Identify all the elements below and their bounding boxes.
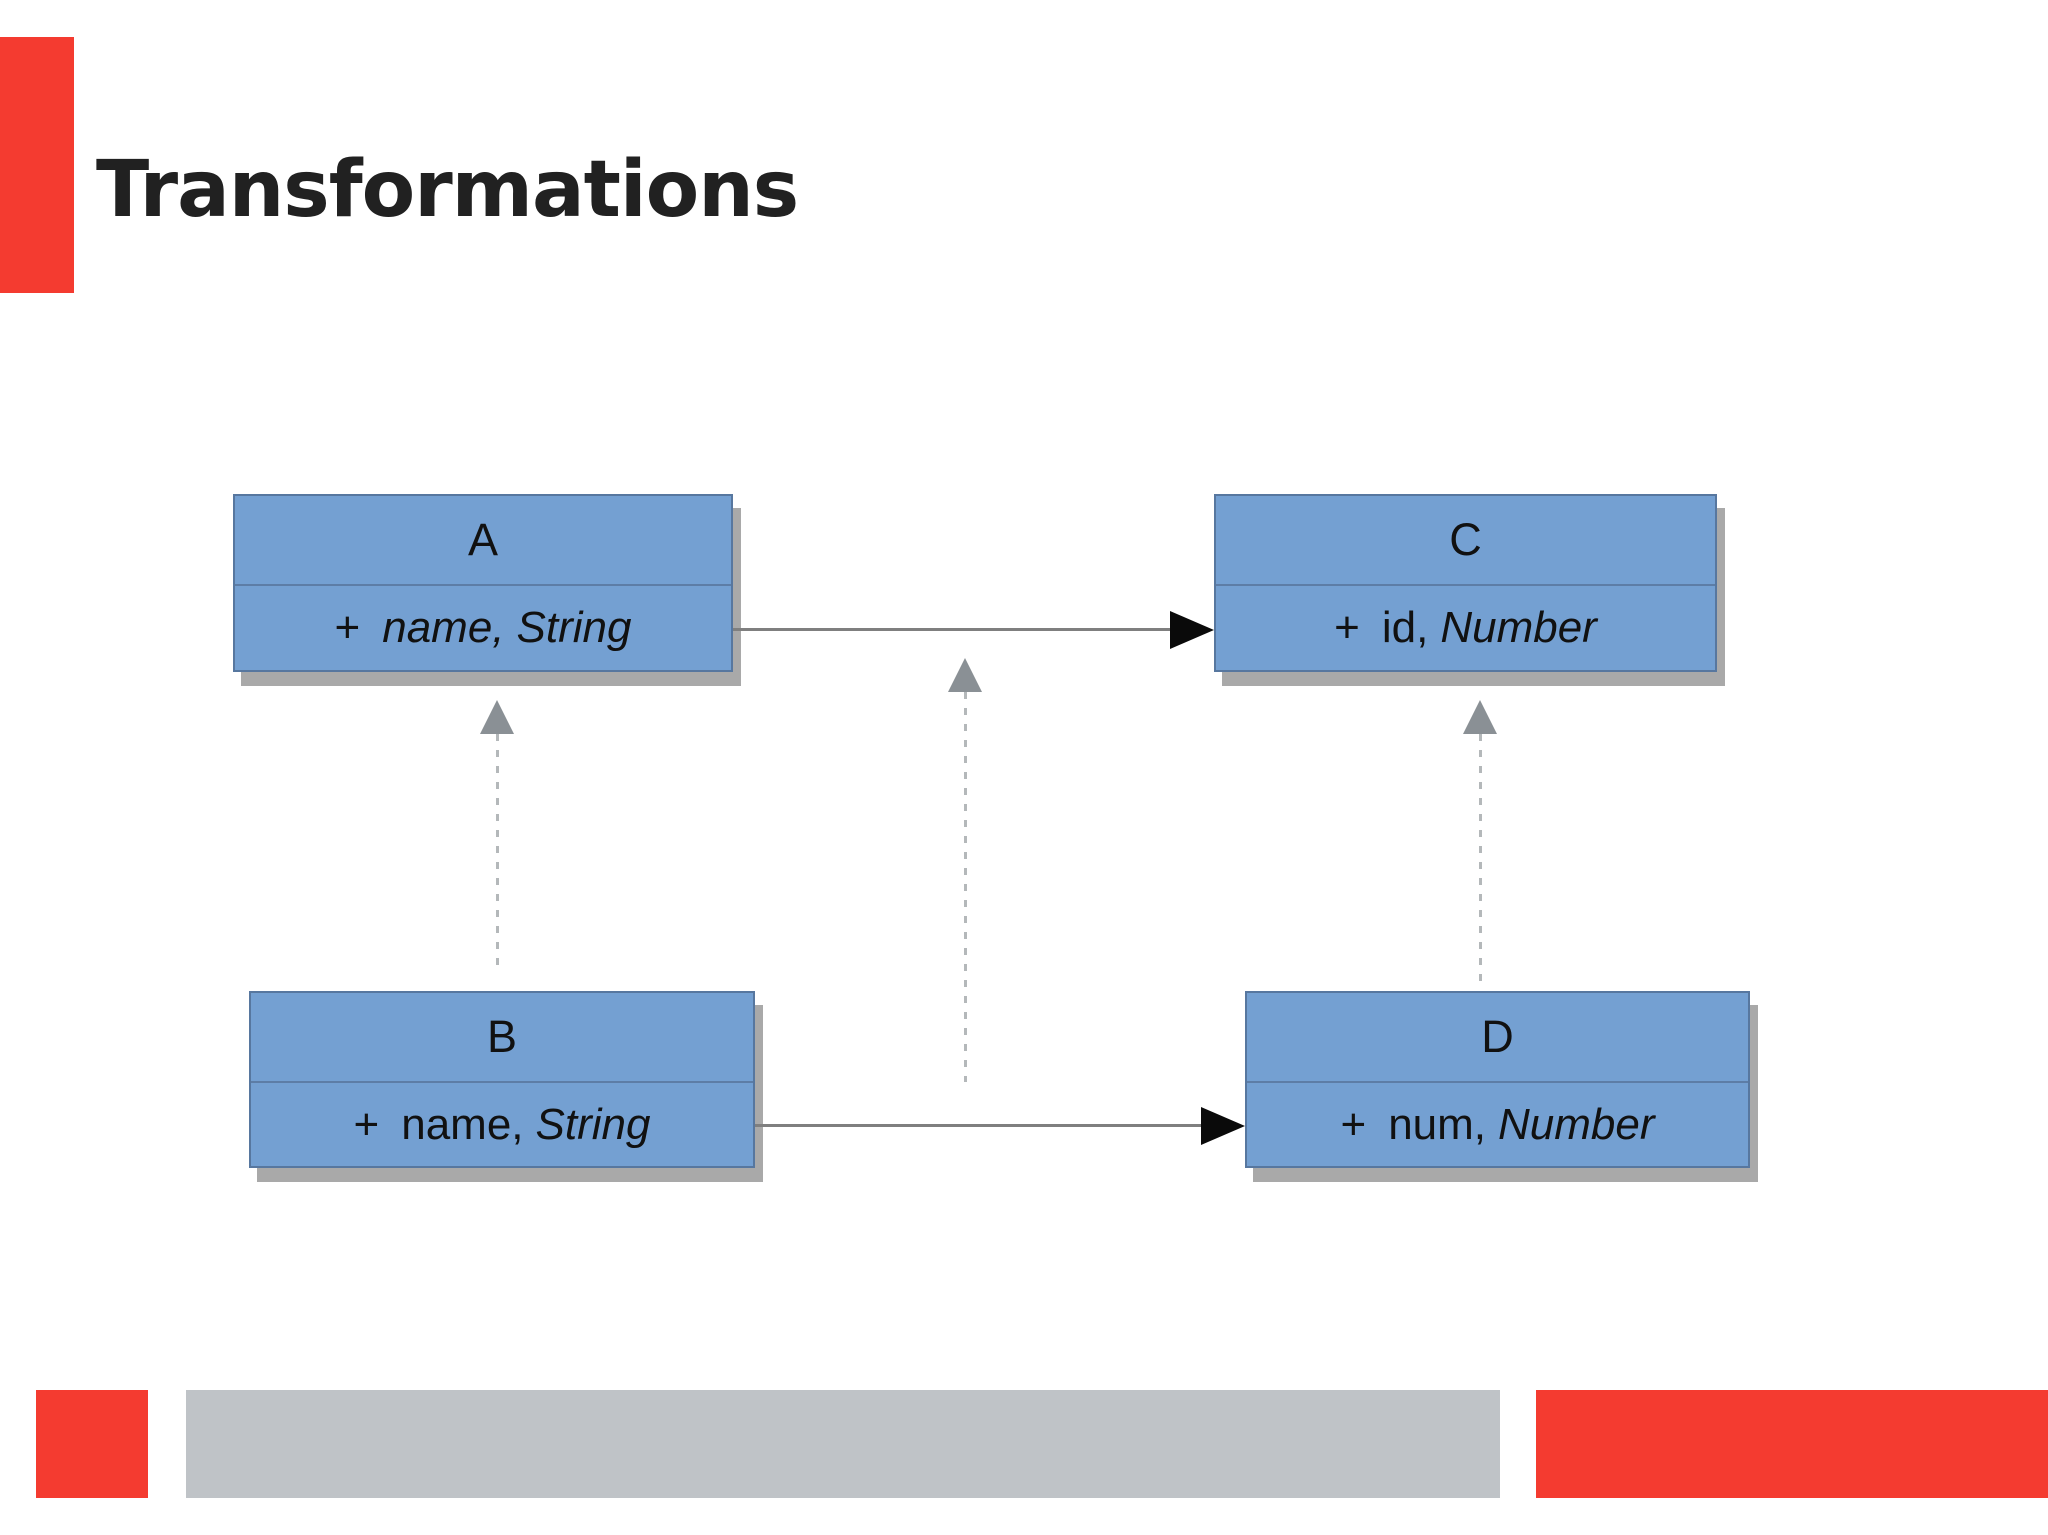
footer-red-square [36,1390,148,1498]
class-box-c: C + id,Number [1214,494,1717,672]
class-d-attribute: + num,Number [1247,1083,1748,1166]
footer-red-bar [1536,1390,2048,1498]
class-a-attr-name: name, [382,603,505,652]
class-c-attr-name: id, [1381,603,1429,652]
footer-gray-bar [186,1390,1500,1498]
class-d-attr-name: num, [1388,1099,1487,1149]
class-a-attr-type: String [516,603,632,652]
slide-title: Transformations [96,145,799,235]
dashed-arrow-d-to-c-line [1479,734,1482,984]
top-left-red-accent-bar [0,37,74,293]
dashed-arrow-middle-line [964,692,967,1082]
class-a-name: A [235,496,731,586]
class-d-name: D [1247,993,1748,1083]
dashed-arrow-b-to-a-head-icon [480,700,514,734]
class-c-attribute: + id,Number [1216,586,1715,670]
arrow-b-to-d-line [755,1124,1203,1127]
arrow-a-to-c-head-icon [1170,611,1214,649]
class-d-attr-visibility: + [1340,1099,1367,1149]
class-c-name: C [1216,496,1715,586]
class-c-attr-visibility: + [1334,603,1360,652]
class-box-d: D + num,Number [1245,991,1750,1168]
class-b-attr-type: String [535,1099,651,1149]
class-c-attr-type: Number [1440,603,1597,652]
class-b-attr-visibility: + [353,1099,380,1149]
dashed-arrow-d-to-c-head-icon [1463,700,1497,734]
class-d-attr-type: Number [1498,1099,1655,1149]
arrow-a-to-c-line [733,628,1172,631]
class-a-attribute: + name,String [235,586,731,670]
dashed-arrow-b-to-a-line [496,734,499,966]
class-a-attr-visibility: + [334,603,361,652]
class-b-attr-name: name, [401,1099,524,1149]
arrow-b-to-d-head-icon [1201,1107,1245,1145]
class-box-b: B + name,String [249,991,755,1168]
class-box-a: A + name,String [233,494,733,672]
class-b-attribute: + name,String [251,1083,753,1166]
dashed-arrow-middle-head-icon [948,658,982,692]
class-b-name: B [251,993,753,1083]
